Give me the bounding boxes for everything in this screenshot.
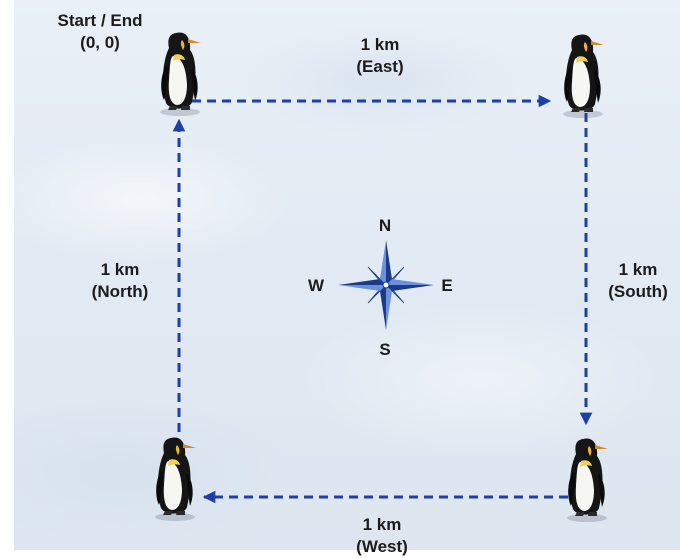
leg-label-east: 1 km (East) (330, 34, 430, 78)
start-end-title: Start / End (57, 11, 143, 30)
bottom-border (0, 550, 680, 558)
leg-direction: (North) (91, 282, 149, 301)
compass-north-label: N (378, 216, 392, 235)
penguin-icon (160, 32, 201, 116)
leg-distance: 1 km (100, 260, 140, 279)
compass-west-label: W (307, 276, 325, 295)
left-border (0, 0, 14, 558)
leg-distance: 1 km (618, 260, 658, 279)
compass-east-label: E (441, 276, 453, 295)
leg-direction: (South) (608, 282, 668, 301)
leg-label-south: 1 km (South) (598, 259, 678, 303)
start-end-label: Start / End (0, 0) (40, 10, 160, 54)
leg-label-north: 1 km (North) (80, 259, 160, 303)
leg-distance: 1 km (360, 35, 400, 54)
compass-south-label: S (379, 340, 391, 359)
start-coordinates: (0, 0) (80, 33, 120, 52)
leg-direction: (East) (356, 57, 404, 76)
compass-rose-icon (338, 240, 434, 330)
penguin-icon (563, 34, 604, 118)
leg-label-west: 1 km (West) (332, 514, 432, 558)
leg-direction: (West) (356, 537, 408, 556)
penguin-icon (567, 438, 608, 522)
penguin-icon (155, 437, 196, 521)
leg-distance: 1 km (362, 515, 402, 534)
